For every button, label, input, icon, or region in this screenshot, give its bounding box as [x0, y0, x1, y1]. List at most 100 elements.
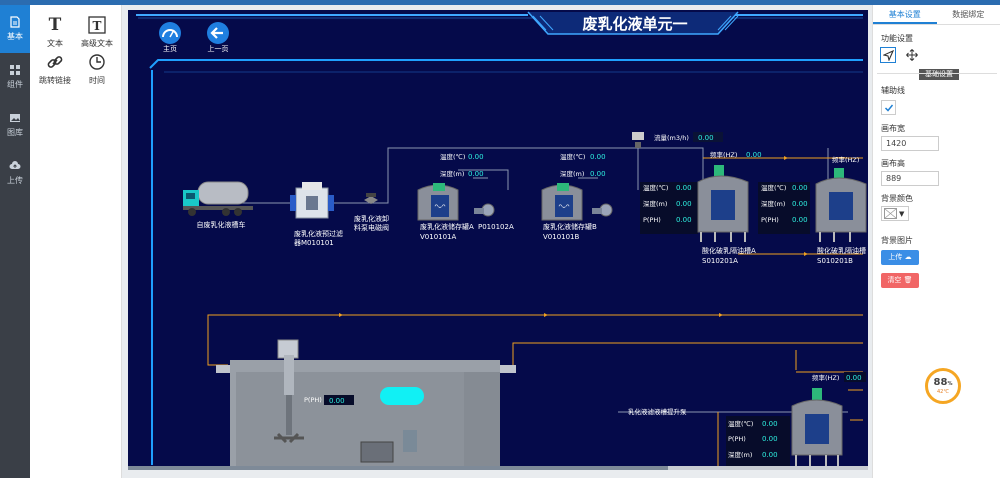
text-icon: T [48, 15, 62, 35]
home-button[interactable]: 主页 [159, 22, 181, 53]
reactor-b [815, 168, 867, 242]
upload-button-label: 上传 [888, 253, 903, 261]
r3-freq-label: 频率(HZ) [812, 373, 839, 382]
solenoid-valve [364, 193, 378, 204]
pump-b [592, 203, 613, 217]
title-frame-deco [532, 15, 739, 31]
tankA-depth-label: 深度(m) [440, 169, 464, 178]
nav-gallery-label: 图库 [7, 128, 23, 137]
svg-text:T: T [93, 19, 102, 33]
canvas-width-input[interactable]: 1420 [881, 136, 939, 151]
nav-gallery[interactable]: 图库 [0, 101, 30, 149]
image-icon [10, 114, 20, 122]
upload-button[interactable]: 上传 ☁ [881, 250, 919, 265]
tankB-temp-value: 0.00 [590, 153, 606, 161]
pointer-tool[interactable] [880, 47, 896, 63]
treatment-pool [216, 339, 516, 470]
top-accent-bar [0, 0, 1000, 5]
r3-ph-label: P(PH) [728, 435, 746, 443]
r3-temp-label: 温度(℃) [728, 419, 753, 428]
filter-label-2: 器M010101 [294, 239, 334, 247]
lift-pump-label: 乳化液滤液槽提升泵 [628, 407, 687, 416]
back-label: 上一页 [208, 44, 229, 53]
move-tool[interactable] [904, 47, 920, 63]
tool-text[interactable]: T 文本 [35, 10, 75, 52]
flow-arrow [804, 252, 808, 256]
func-settings-label: 功能设置 [881, 34, 913, 43]
tool-time-label: 时间 [89, 76, 105, 85]
tankA-depth-value: 0.00 [468, 170, 484, 178]
home-label: 主页 [163, 44, 177, 53]
navigation-arrow-icon [882, 49, 894, 61]
gauge-percent: 88% [933, 376, 953, 388]
check-icon [884, 104, 893, 112]
settings-panel: 基本设置 数据绑定 功能设置 基础设置 辅助线 画布宽 1420 画布高 889… [872, 5, 1000, 478]
title-frame [527, 11, 739, 35]
r2-ph-value: 0.00 [792, 216, 808, 224]
settings-tabs: 基本设置 数据绑定 [873, 5, 1000, 25]
back-button[interactable]: 上一页 [207, 22, 229, 53]
tool-link-label: 跳转链接 [39, 76, 71, 85]
tankB-name-2: V010101B [543, 233, 580, 241]
nav-basic[interactable]: 基本 [0, 5, 30, 53]
tankB-name-1: 废乳化液储存罐B [543, 222, 597, 231]
tab-basic-settings[interactable]: 基本设置 [873, 5, 937, 24]
tool-rich-text-label: 高级文本 [81, 39, 113, 48]
r2-freq-label: 频率(HZ) [832, 155, 859, 164]
canvas-scrollbar-thumb[interactable] [128, 466, 668, 470]
r3-freq-value: 0.00 [846, 374, 862, 382]
storage-tank-a: ᴖᴗᴖ [417, 183, 459, 221]
performance-gauge[interactable]: 88% 42℃ [925, 368, 961, 404]
r1-name-1: 酸化破乳隔油槽A [702, 246, 756, 255]
clear-button[interactable]: 清空 🗑 [881, 273, 919, 288]
r1-freq-value: 0.00 [746, 151, 762, 159]
tankA-temp-label: 温度(℃) [440, 152, 465, 161]
svg-text:ᴖᴗᴖ: ᴖᴗᴖ [434, 203, 445, 210]
clear-button-label: 清空 [887, 276, 902, 284]
tanker-truck [183, 181, 253, 216]
filter-label-1: 废乳化液预过滤 [294, 229, 343, 238]
r1-temp-value: 0.00 [676, 184, 692, 192]
r2-temp-label: 温度(℃) [761, 183, 786, 192]
nav-upload-label: 上传 [7, 176, 23, 185]
cloud-icon: ☁ [904, 253, 912, 261]
divider [877, 73, 997, 74]
r1-ph-value: 0.00 [676, 216, 692, 224]
scada-canvas[interactable]: 废乳化液单元一 主页 上一页 流量(m3/h) 0.00 [128, 10, 868, 470]
canvas-width-label: 画布宽 [881, 124, 905, 133]
nav-components-label: 组件 [7, 80, 23, 89]
flow-value-box [693, 132, 723, 142]
r2-name-1: 酸化破乳隔油槽 [817, 246, 866, 255]
r2-name-2: S010201B [817, 257, 853, 265]
clock-icon [86, 51, 108, 73]
nav-upload[interactable]: 上传 [0, 149, 30, 197]
r1-readout-panel [640, 182, 698, 234]
canvas-height-input[interactable]: 889 [881, 171, 939, 186]
tab-data-binding[interactable]: 数据绑定 [952, 10, 985, 19]
reactor-a [697, 165, 749, 242]
reactor-c [791, 388, 843, 467]
tool-panel: T 文本 T 高级文本 跳转链接 时间 [30, 5, 122, 478]
nav-components[interactable]: 组件 [0, 53, 30, 101]
r1-temp-label: 温度(℃) [643, 183, 668, 192]
tool-rich-text[interactable]: T 高级文本 [77, 10, 117, 52]
transparent-swatch-icon [884, 208, 897, 219]
rich-text-icon: T [86, 14, 108, 36]
bg-color-picker[interactable]: ▼ [881, 206, 909, 221]
valve-label-1: 废乳化液卸 [354, 214, 389, 223]
r3-freq-box [844, 372, 866, 382]
document-icon [10, 16, 20, 28]
r1-freq-label: 频率(HZ) [710, 150, 737, 159]
tool-time[interactable]: 时间 [77, 47, 117, 89]
r2-readout-panel [758, 182, 810, 234]
chevron-down-icon: ▼ [899, 209, 905, 218]
tool-link[interactable]: 跳转链接 [35, 47, 75, 89]
left-nav: 基本 组件 图库 上传 [0, 5, 30, 478]
flow-label: 流量(m3/h) [654, 133, 689, 142]
pool-ph-label: P(PH) [304, 396, 322, 404]
pump-a [474, 203, 495, 217]
pool-ph-value: 0.00 [329, 397, 345, 405]
guide-checkbox[interactable] [881, 100, 896, 115]
flow-arrow [784, 156, 788, 160]
flow-value: 0.00 [698, 134, 714, 142]
